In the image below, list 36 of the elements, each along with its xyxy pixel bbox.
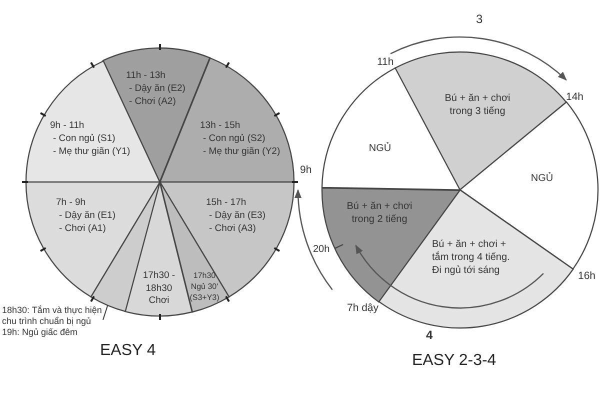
time-label: 20h <box>313 244 330 255</box>
activity-item: - Con ngủ (S1) <box>53 132 116 145</box>
arrow <box>355 244 544 309</box>
time-label: 9h <box>300 164 312 176</box>
time-range: 13h - 15h <box>200 120 240 132</box>
time-label: 7h dậy <box>347 302 379 314</box>
diagram-caption: EASY 4 <box>100 342 156 360</box>
time-label: 11h <box>377 56 394 68</box>
note-text: 18h30: Tắm và thực hiện chu trình chuẩn bị ngủ <box>2 305 102 327</box>
activity-item: - Con ngủ (S2) <box>203 132 266 145</box>
time-label: 14h <box>566 91 584 103</box>
activity-item: - Chơi (A3) <box>209 223 256 235</box>
activity-item: - Mẹ thư giãn (Y1) <box>53 146 130 158</box>
time-range: 11h - 13h <box>126 70 166 82</box>
time-label: 16h <box>578 270 596 282</box>
slice-label: Bú + ăn + chơi trong 2 tiếng <box>346 200 414 226</box>
slice-label: NGỦ <box>368 142 392 155</box>
activity-item: - Chơi (A2) <box>128 96 176 108</box>
slice-label: 17h30 Ngủ 30' (S3+Y3) <box>188 270 220 303</box>
activity-item: - Mẹ thư giãn (Y2) <box>203 146 280 158</box>
duration-number: 3 <box>476 12 483 26</box>
slice-label: Bú + ăn + chơi + tắm trong 4 tiếng. Đi ngủ tới sáng <box>432 238 511 277</box>
slice-label: 17h30 - 18h30 Chơi <box>142 270 176 308</box>
activity-item: - Dậy ăn (E3) <box>209 210 266 222</box>
time-range: 7h - 9h <box>56 197 86 209</box>
diagram-caption: EASY 2-3-4 <box>412 352 496 370</box>
note-text: 19h: Ngủ giấc đêm <box>2 327 79 338</box>
duration-number: 4 <box>426 328 433 342</box>
slice-label: Bú + ăn + chơi trong 3 tiếng <box>444 92 512 118</box>
activity-item: - Dậy ăn (E1) <box>59 210 116 222</box>
time-range: 9h - 11h <box>50 120 84 132</box>
activity-item: - Dậy ăn (E2) <box>128 83 186 95</box>
activity-item: - Chơi (A1) <box>59 223 106 235</box>
time-range: 15h - 17h <box>206 197 246 209</box>
slice-label: NGỦ <box>530 172 554 185</box>
leader-line <box>102 304 108 320</box>
